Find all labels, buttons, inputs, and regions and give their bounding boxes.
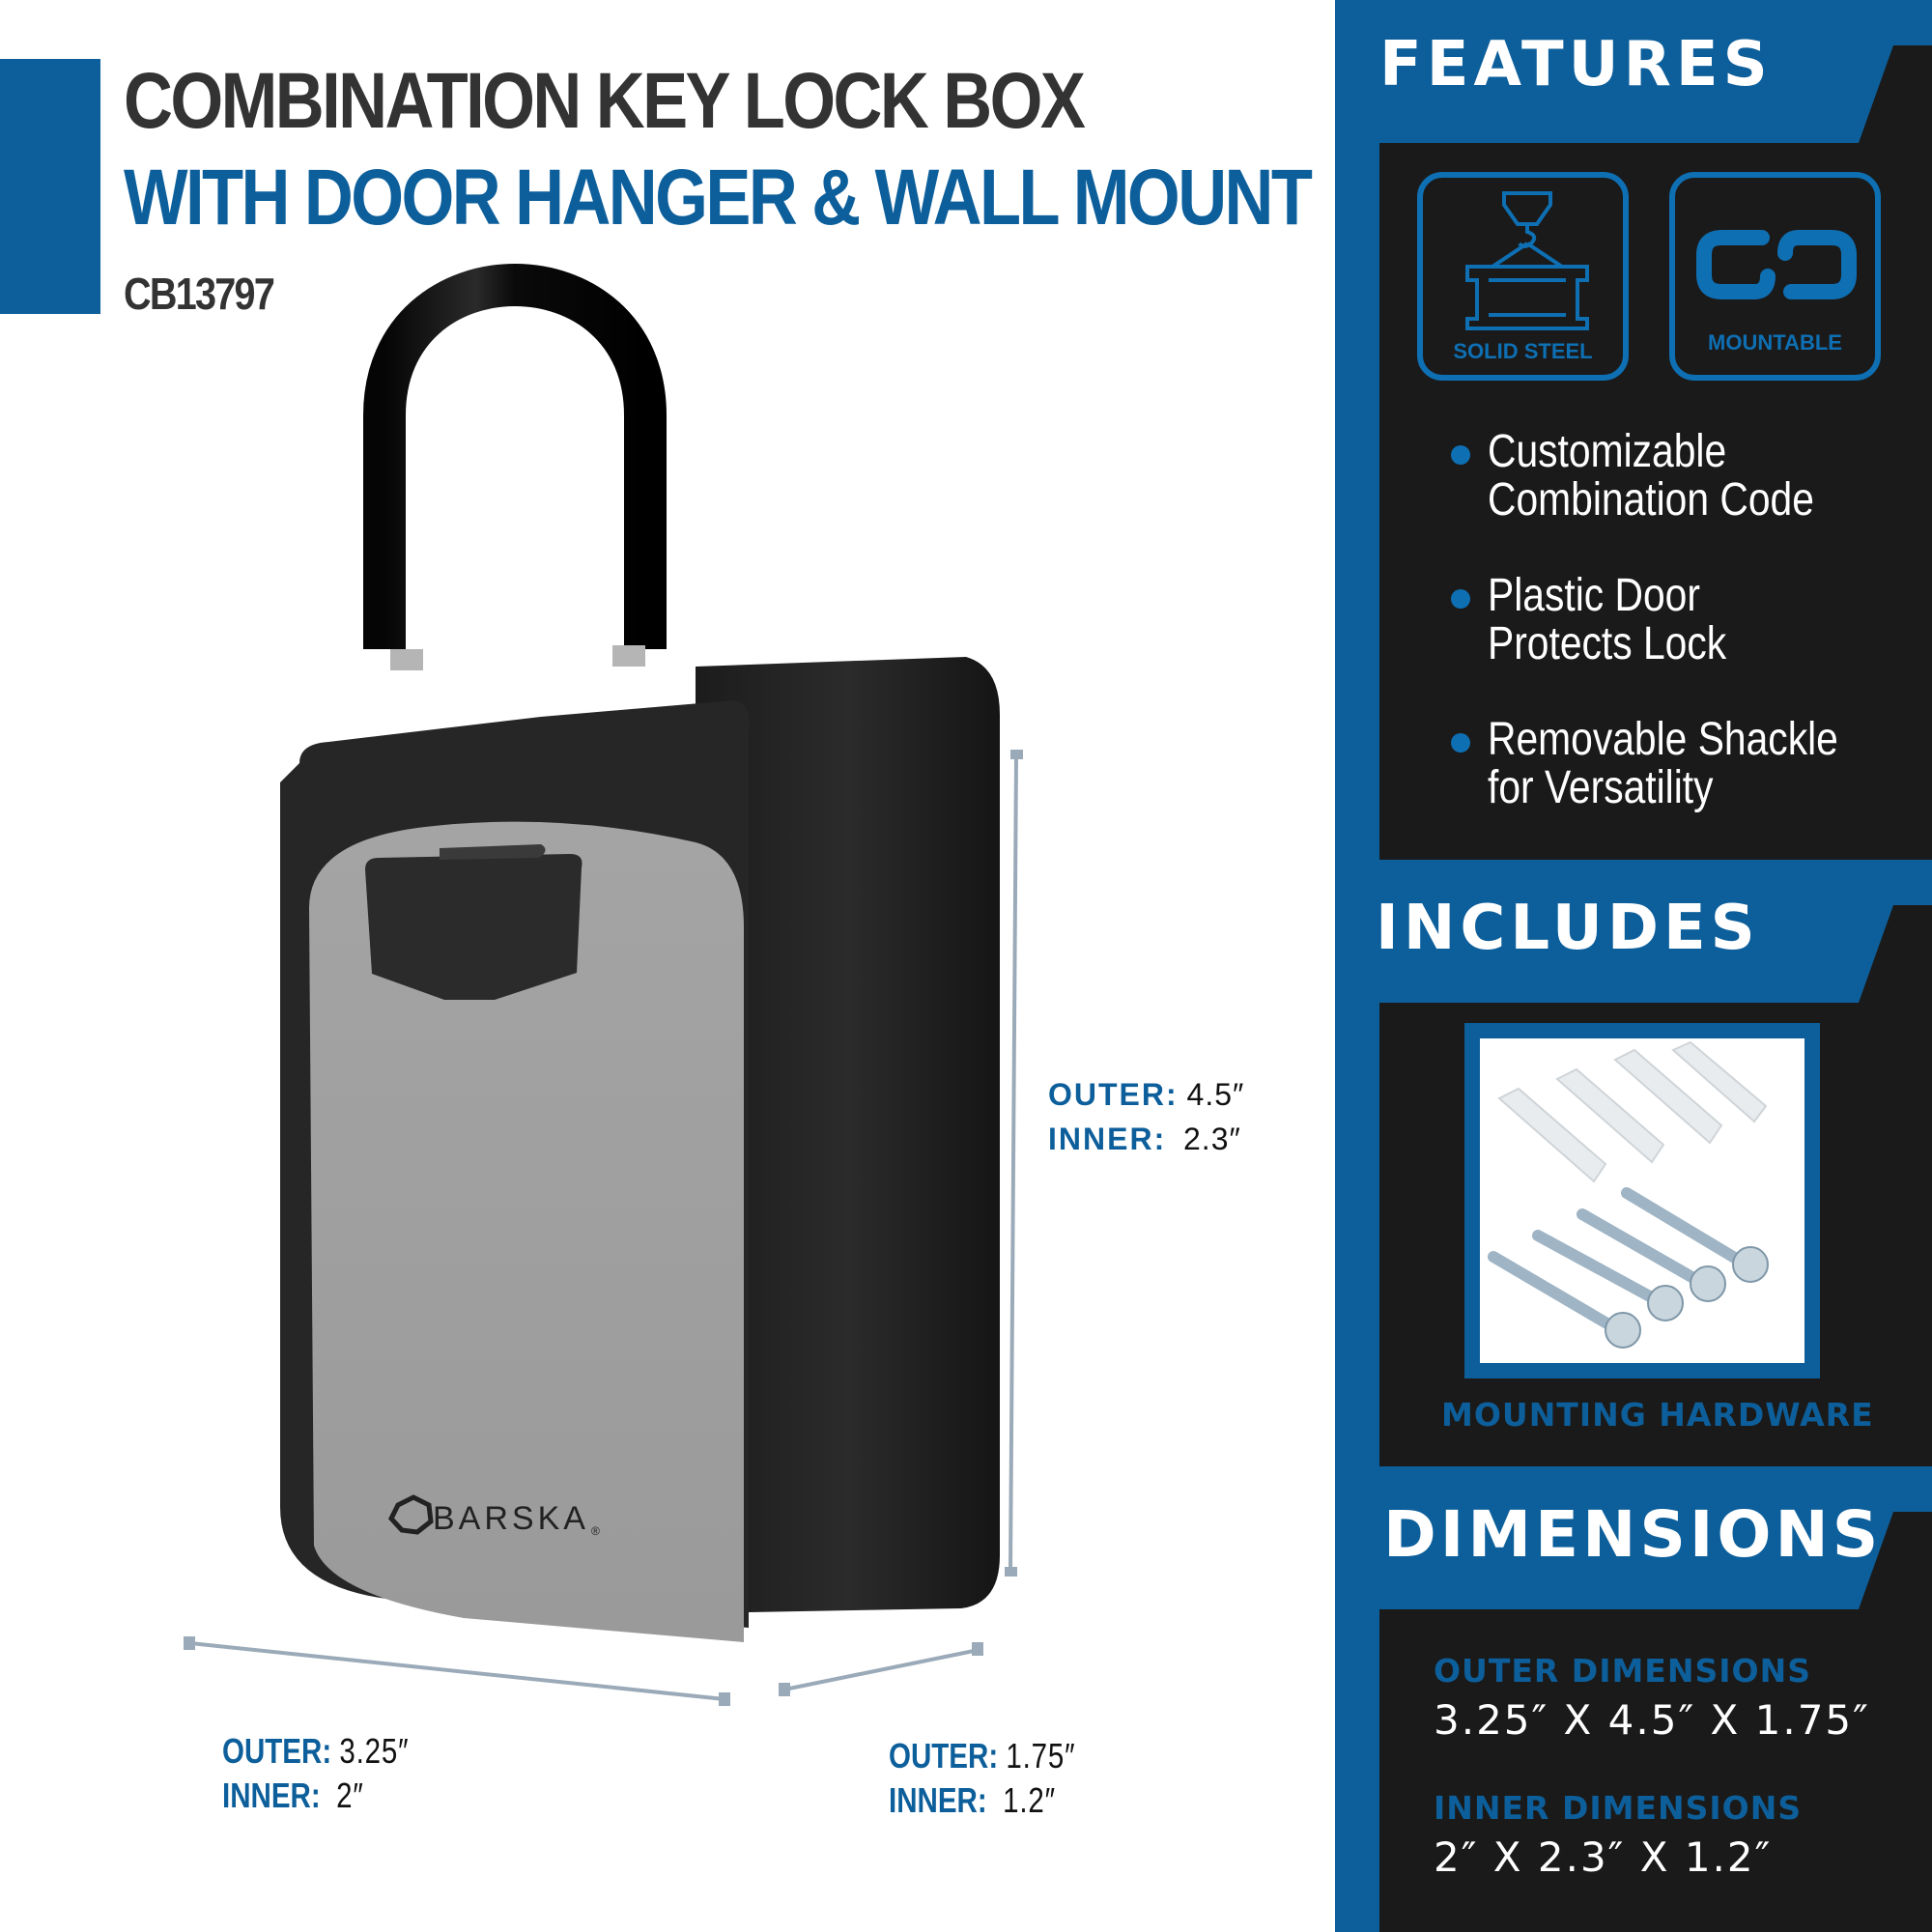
dimension-lines <box>184 750 1023 1706</box>
lock-box-product-image <box>280 264 1000 1642</box>
dimensions-header-band: DIMENSIONS <box>1379 1466 1932 1609</box>
dimensions-heading: DIMENSIONS <box>1383 1497 1883 1572</box>
feature-item: Plastic Door Protects Lock <box>1488 570 1727 669</box>
mounting-hardware-image <box>1480 1038 1804 1363</box>
outer-dimensions-heading: OUTER DIMENSIONS <box>1434 1652 1811 1690</box>
feature-item: Removable Shackle for Versatility <box>1488 714 1838 813</box>
features-header-band: FEATURES <box>1379 0 1932 143</box>
crane-crate-icon <box>1465 191 1589 330</box>
height-dimension-label: OUTER: 4.5″ INNER: 2.3″ <box>1048 1077 1245 1156</box>
bullet-icon <box>1451 589 1470 609</box>
bullet-icon <box>1451 733 1470 753</box>
width-dimension-label: OUTER: 3.25″ INNER: 2″ <box>222 1731 410 1815</box>
feature-icon-label: MOUNTABLE <box>1708 330 1842 355</box>
depth-dimension-label: OUTER: 1.75″ INNER: 1.2″ <box>889 1736 1076 1820</box>
feature-item: Customizable Combination Code <box>1488 426 1814 526</box>
outer-dimensions-value: 3.25″ X 4.5″ X 1.75″ <box>1434 1696 1870 1744</box>
brand-registered-mark: ® <box>591 1524 600 1538</box>
feature-icon-mountable: MOUNTABLE <box>1669 172 1881 381</box>
brand-logo-text: BARSKA <box>433 1500 589 1537</box>
chain-link-icon <box>1696 230 1857 299</box>
bullet-icon <box>1451 445 1470 465</box>
title-accent-bar <box>0 59 100 314</box>
features-heading: FEATURES <box>1379 29 1773 100</box>
inner-dimensions-heading: INNER DIMENSIONS <box>1434 1789 1803 1827</box>
feature-icon-solid-steel: SOLID STEEL <box>1417 172 1629 381</box>
product-subtitle: WITH DOOR HANGER & WALL MOUNT <box>124 154 1313 242</box>
info-panel-stripe <box>1335 0 1379 1932</box>
product-sku: CB13797 <box>124 269 275 319</box>
feature-icon-label: SOLID STEEL <box>1453 339 1593 363</box>
product-title: COMBINATION KEY LOCK BOX <box>124 57 1086 145</box>
hardware-caption: MOUNTING HARDWARE <box>1441 1396 1874 1434</box>
includes-header-band: INCLUDES <box>1376 860 1932 1003</box>
includes-heading: INCLUDES <box>1376 893 1760 964</box>
inner-dimensions-value: 2″ X 2.3″ X 1.2″ <box>1434 1833 1773 1881</box>
screws-and-anchors-icon <box>1488 1040 1769 1349</box>
